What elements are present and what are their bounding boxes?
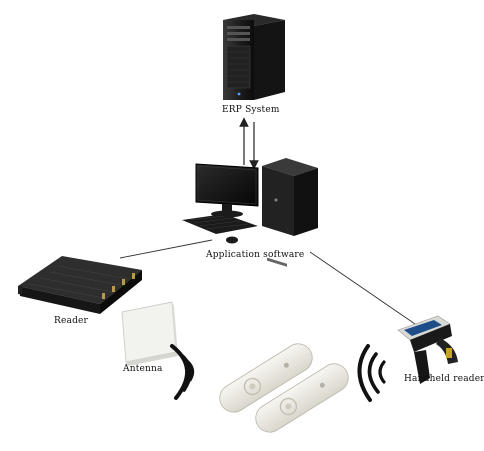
rfid-reader-icon — [18, 256, 142, 314]
desktop-computer-icon — [182, 158, 318, 267]
handheld-reader-label: Handheld reader — [404, 374, 484, 384]
wireless-signal-icon — [170, 344, 195, 400]
rfid-antenna-icon — [121, 301, 178, 366]
erp-server-icon — [223, 14, 285, 100]
reader-label: Reader — [54, 316, 89, 326]
handheld-reader-icon — [397, 315, 458, 384]
erp-system-label: ERP System — [222, 105, 280, 115]
edge-app-reader — [119, 239, 213, 259]
application-software-label: Application software — [206, 250, 305, 260]
connector-lines — [119, 117, 419, 327]
wireless-signal-icon — [357, 344, 386, 402]
antenna-label: Antenna — [123, 364, 163, 374]
rfid-tag-icon — [219, 343, 349, 433]
edge-app-handheld — [309, 251, 419, 327]
